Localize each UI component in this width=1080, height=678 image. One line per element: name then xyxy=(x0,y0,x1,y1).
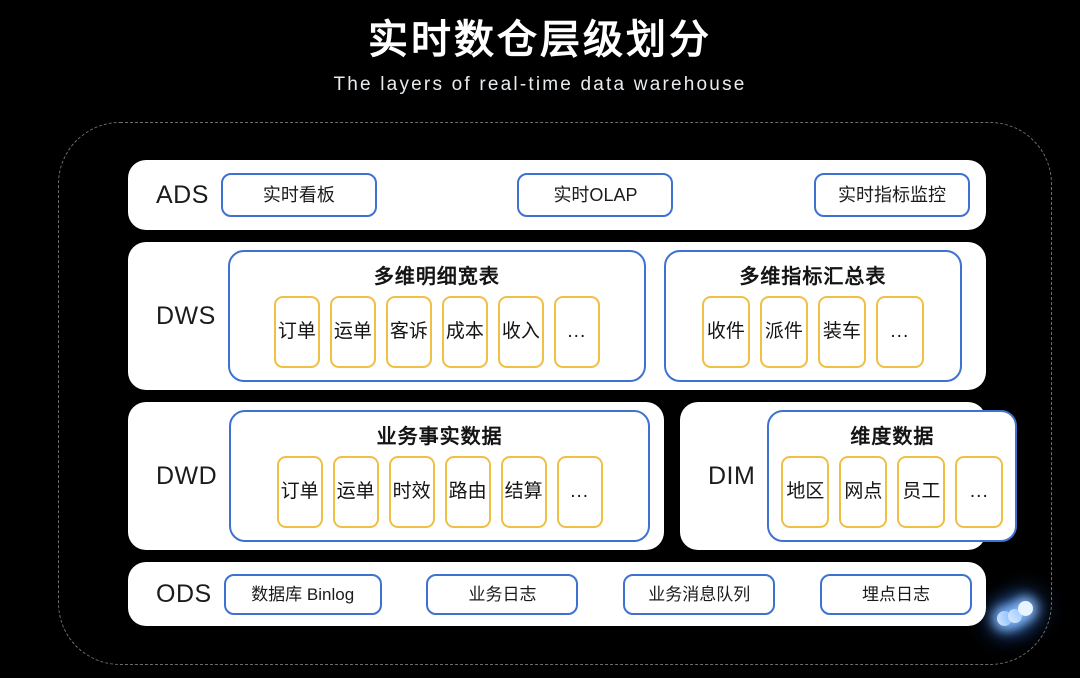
layer-label-ads: ADS xyxy=(156,180,209,209)
chip-item[interactable]: 订单 xyxy=(276,456,323,528)
dws-group-detail-wide-table: 多维明细宽表 订单 运单 客诉 成本 收入 ... xyxy=(227,250,646,382)
dim-group-dimension-data: 维度数据 地区 网点 员工 ... xyxy=(767,410,1018,542)
slide-header: 实时数仓层级划分 The layers of real-time data wa… xyxy=(0,0,1080,96)
layer-row-dws: DWS 多维明细宽表 订单 运单 客诉 成本 收入 ... xyxy=(128,242,986,390)
layer-label-dwd: DWD xyxy=(156,461,218,490)
ads-pill-2[interactable]: 实时OLAP xyxy=(517,173,674,217)
chip-item[interactable]: 收入 xyxy=(497,296,544,368)
ads-pill-3[interactable]: 实时指标监控 xyxy=(814,173,970,217)
ads-card: ADS 实时看板 实时OLAP 实时指标监控 xyxy=(128,160,986,230)
chip-item[interactable]: 地区 xyxy=(781,456,830,528)
chip-list: 地区 网点 员工 ... xyxy=(781,456,1004,528)
ods-card: ODS 数据库 Binlog 业务日志 业务消息队列 埋点日志 xyxy=(128,562,986,626)
dwd-card: DWD 业务事实数据 订单 运单 时效 路由 结算 ... xyxy=(128,402,664,550)
chip-item[interactable]: 派件 xyxy=(759,296,808,368)
dws-card: DWS 多维明细宽表 订单 运单 客诉 成本 收入 ... xyxy=(128,242,986,390)
chip-item[interactable]: 客诉 xyxy=(385,296,432,368)
layer-row-ads: ADS 实时看板 实时OLAP 实时指标监控 xyxy=(128,160,986,230)
group-title: 业务事实数据 xyxy=(376,426,503,448)
layer-label-ods: ODS xyxy=(156,579,212,608)
chip-item[interactable]: 结算 xyxy=(500,456,547,528)
group-title: 多维明细宽表 xyxy=(373,266,500,288)
chip-item[interactable]: 成本 xyxy=(441,296,488,368)
layer-label-dim: DIM xyxy=(708,461,756,490)
dwd-group-business-fact-data: 业务事实数据 订单 运单 时效 路由 结算 ... xyxy=(229,410,650,542)
page-subtitle: The layers of real-time data warehouse xyxy=(333,74,747,95)
ads-pill-row: 实时看板 实时OLAP 实时指标监控 xyxy=(220,173,972,217)
ods-pill-1[interactable]: 数据库 Binlog xyxy=(223,573,382,615)
chip-item-more[interactable]: ... xyxy=(556,456,603,528)
dws-groups: 多维明细宽表 订单 运单 客诉 成本 收入 ... 多维指标汇总表 xyxy=(227,250,972,382)
chip-item[interactable]: 时效 xyxy=(388,456,435,528)
chip-list: 收件 派件 装车 ... xyxy=(678,296,948,368)
ads-pill-1[interactable]: 实时看板 xyxy=(220,173,377,217)
chip-list: 订单 运单 时效 路由 结算 ... xyxy=(243,456,636,528)
chip-item[interactable]: 网点 xyxy=(839,456,888,528)
group-title: 多维指标汇总表 xyxy=(739,266,887,288)
dws-group-metric-summary-table: 多维指标汇总表 收件 派件 装车 ... xyxy=(663,250,962,382)
chip-item-more[interactable]: ... xyxy=(875,296,924,368)
chip-item[interactable]: 运单 xyxy=(332,456,379,528)
dim-card: DIM 维度数据 地区 网点 员工 ... xyxy=(680,402,1018,550)
dwd-groups: 业务事实数据 订单 运单 时效 路由 结算 ... xyxy=(229,410,650,542)
ods-pill-row: 数据库 Binlog 业务日志 业务消息队列 埋点日志 xyxy=(223,573,972,615)
chip-item[interactable]: 运单 xyxy=(329,296,376,368)
dim-groups: 维度数据 地区 网点 员工 ... xyxy=(767,410,1018,542)
group-title: 维度数据 xyxy=(850,426,935,448)
chip-item[interactable]: 装车 xyxy=(817,296,866,368)
layer-label-dws: DWS xyxy=(156,301,216,330)
chip-list: 订单 运单 客诉 成本 收入 ... xyxy=(242,296,632,368)
chip-item[interactable]: 路由 xyxy=(444,456,491,528)
layer-row-ods: ODS 数据库 Binlog 业务日志 业务消息队列 埋点日志 xyxy=(128,562,986,626)
ods-pill-4[interactable]: 埋点日志 xyxy=(819,573,972,615)
dashed-outline-frame xyxy=(58,122,1052,665)
chip-item[interactable]: 员工 xyxy=(897,456,946,528)
layer-row-dwd-dim: DWD 业务事实数据 订单 运单 时效 路由 结算 ... xyxy=(128,402,1018,550)
ods-pill-2[interactable]: 业务日志 xyxy=(426,573,579,615)
chip-item-more[interactable]: ... xyxy=(553,296,600,368)
layer-stack: ADS 实时看板 实时OLAP 实时指标监控 DWS 多维明细宽表 订单 运单 xyxy=(128,160,1018,626)
chip-item-more[interactable]: ... xyxy=(955,456,1004,528)
ods-pill-3[interactable]: 业务消息队列 xyxy=(623,573,776,615)
page-title: 实时数仓层级划分 xyxy=(368,18,712,62)
chip-item[interactable]: 订单 xyxy=(273,296,320,368)
chip-item[interactable]: 收件 xyxy=(701,296,750,368)
